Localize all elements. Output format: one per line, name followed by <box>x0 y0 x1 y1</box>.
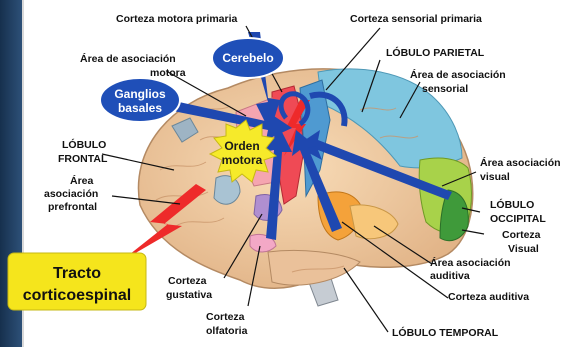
label-tracto-2: corticoespinal <box>23 287 131 304</box>
label-corteza-visual-2: Visual <box>508 243 539 255</box>
label-lobulo-frontal-1: LÓBULO <box>62 138 106 151</box>
label-asociacion-auditiva-2: auditiva <box>430 270 470 282</box>
basal-ganglia-structure <box>214 176 240 205</box>
label-lobulo-temporal: LÓBULO TEMPORAL <box>392 326 499 339</box>
label-lobulo-parietal: LÓBULO PARIETAL <box>386 46 485 59</box>
label-asociacion-sensorial-1: Área de asociación <box>410 68 506 81</box>
label-lobulo-occipital-2: OCCIPITAL <box>490 213 546 225</box>
leader-temporal <box>344 268 388 332</box>
label-ganglios-1: Ganglios <box>114 87 166 101</box>
label-cerebelo: Cerebelo <box>222 51 273 65</box>
label-corteza-sensorial-primaria: Corteza sensorial primaria <box>350 13 482 25</box>
label-orden-2: motora <box>222 153 263 167</box>
label-orden-1: Orden <box>224 139 259 153</box>
label-lobulo-frontal-2: FRONTAL <box>58 153 108 165</box>
label-olfatoria-1: Corteza <box>206 311 245 323</box>
label-corteza-motora-primaria: Corteza motora primaria <box>116 13 238 25</box>
label-asociacion-visual-1: Área asociación <box>480 156 561 169</box>
label-asociacion-motora-1: Área de asociación <box>80 52 176 65</box>
label-lobulo-occipital-1: LÓBULO <box>490 198 534 211</box>
label-prefrontal-2: asociación <box>44 188 98 200</box>
label-gustativa-2: gustativa <box>166 289 212 301</box>
label-gustativa-1: Corteza <box>168 275 207 287</box>
label-olfatoria-2: olfatoria <box>206 325 248 337</box>
label-asociacion-motora-2: motora <box>150 67 186 79</box>
label-tracto-1: Tracto <box>53 265 101 282</box>
label-prefrontal-3: prefrontal <box>48 201 97 213</box>
label-asociacion-visual-2: visual <box>480 171 510 183</box>
label-asociacion-auditiva-1: Área asociación <box>430 256 511 269</box>
label-corteza-visual-1: Corteza <box>502 229 541 241</box>
label-corteza-auditiva: Corteza auditiva <box>448 291 529 303</box>
label-ganglios-2: basales <box>118 101 162 115</box>
label-asociacion-sensorial-2: sensorial <box>422 83 468 95</box>
label-prefrontal-1: Área <box>70 174 94 187</box>
